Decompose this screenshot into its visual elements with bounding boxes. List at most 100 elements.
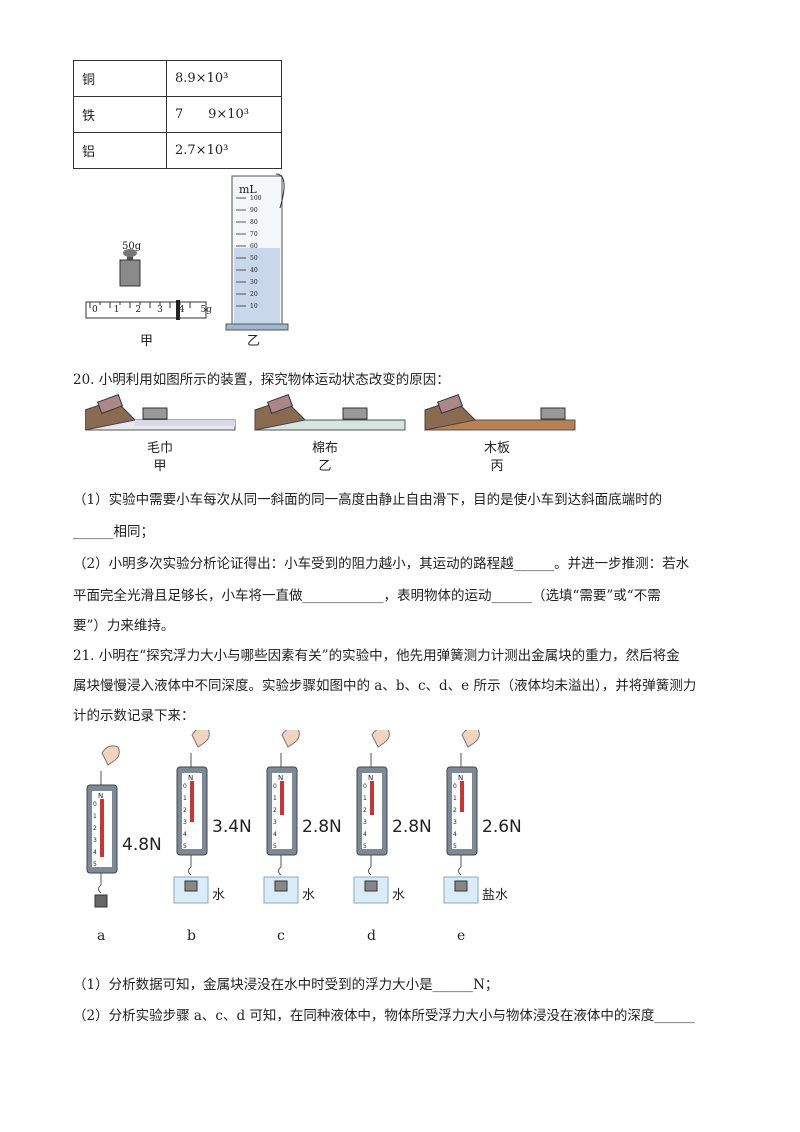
scale-tick: 0 [183, 783, 187, 790]
q20-part1-line2: ______相同； [73, 524, 154, 540]
scale-tick: 4 [273, 831, 277, 838]
ruler-tick: 1 [113, 305, 120, 315]
surface-name: 木板 [483, 441, 510, 456]
scale-tick: 3 [93, 837, 97, 844]
scale-tick: 5 [93, 861, 97, 868]
scale-tick: 1 [183, 795, 187, 802]
graduated-cylinder-icon [225, 173, 289, 331]
scale-tick: 0 [93, 801, 97, 808]
metal-block-icon [94, 894, 108, 908]
cylinder-tick: 30 [250, 279, 258, 286]
scale-tick: 2 [93, 825, 97, 832]
cylinder-tick: 60 [250, 243, 258, 250]
ramp-towel-icon [85, 393, 236, 431]
cylinder-tick: 40 [250, 267, 258, 274]
metal-cell: 铜 [73, 60, 167, 97]
scale-tick: 0 [453, 783, 457, 790]
step-tag: d [367, 928, 376, 944]
q21-sub2: （2）分析实验步骤 a、c、d 可知，在同种液体中，物体所受浮力大小与物体浸没在… [73, 1008, 695, 1024]
surface-label: 棉布 乙 [305, 440, 345, 476]
ruler-tick: 0 [92, 305, 98, 315]
step-tag: a [97, 928, 106, 944]
density-cell: 8.9×10³ [166, 60, 282, 97]
scale-tick: 2 [183, 807, 187, 814]
scale-reading: 2.8N [302, 817, 342, 837]
scale-tick: 1 [453, 795, 457, 802]
scale-indicator [280, 781, 284, 815]
scale-unit: N [368, 774, 374, 782]
metal-block-icon [364, 880, 378, 892]
scale-tick: 2 [273, 807, 277, 814]
step-tag: c [277, 928, 285, 944]
cylinder-unit: mL [239, 183, 257, 196]
scale-tick: 1 [273, 795, 277, 802]
cylinder-tick: 90 [250, 207, 258, 214]
weight-icon [119, 249, 141, 287]
density-cell: 7 9×10³ [166, 96, 282, 133]
scale-tick-labels: 0 1 2 3 4 5 [93, 799, 97, 871]
table-row: 铁 7 9×10³ [73, 96, 282, 133]
ruler-icon [85, 300, 207, 320]
figure-balance-cylinder [85, 173, 289, 331]
scale-reading: 2.6N [482, 817, 522, 837]
hook-icon [98, 884, 102, 894]
weight-label: 50g [122, 241, 142, 252]
table-row: 铝 2.7×10³ [73, 132, 282, 169]
scale-tick: 1 [93, 813, 97, 820]
metal-block-icon [274, 880, 288, 892]
surface-name: 棉布 [311, 441, 338, 456]
scale-unit: N [278, 774, 284, 782]
table-row: 铜 8.9×10³ [73, 60, 282, 97]
cylinder-tick-labels: 100 90 80 70 60 50 40 30 20 10 [250, 193, 261, 313]
hook-icon [368, 866, 372, 876]
ruler-tick: 5g [200, 305, 212, 315]
scale-reading: 2.8N [392, 817, 432, 837]
surface-label: 木板 丙 [477, 440, 517, 476]
cylinder-tick: 80 [250, 219, 258, 226]
metal-cell: 铝 [73, 132, 167, 169]
figure-ramps [85, 393, 576, 431]
metal-block-icon [184, 880, 198, 892]
cylinder-tick: 10 [250, 303, 258, 310]
density-cell: 2.7×10³ [166, 132, 282, 169]
ruler-tick-labels: 0 1 2 3 4 5g [92, 305, 212, 315]
scale-tick: 4 [453, 831, 457, 838]
q20-part2-line3: 要”）力来维持。 [73, 618, 175, 634]
q20-part1-line1: （1）实验中需要小车每次从同一斜面的同一高度由静止自由滑下，目的是使小车到达斜面… [73, 492, 663, 508]
surface-tag: 乙 [318, 459, 332, 474]
metal-cell: 铁 [73, 96, 167, 133]
ramp-wood-icon [424, 393, 576, 431]
liquid-label: 水 [392, 888, 406, 903]
scale-tick: 0 [273, 783, 277, 790]
scale-unit: N [188, 774, 194, 782]
scale-tick: 2 [453, 807, 457, 814]
cylinder-tick: 100 [250, 195, 262, 202]
step-tag: b [187, 928, 196, 944]
scale-tick: 4 [93, 849, 97, 856]
hook-icon [188, 866, 192, 876]
hand-icon [281, 730, 300, 748]
density-table: 铜 8.9×10³ 铁 7 9×10³ 铝 2.7×10³ [73, 60, 282, 169]
q21-sub1: （1）分析数据可知，金属块浸没在水中时受到的浮力大小是______N； [73, 977, 499, 993]
hand-icon [101, 745, 120, 766]
cylinder-tick: 70 [250, 231, 258, 238]
q21-stem-line3: 计的示数记录下来： [73, 708, 195, 724]
scale-tick: 3 [453, 819, 457, 826]
q20-part2-line1: （2）小明多次实验分析论证得出：小车受到的阻力越小，其运动的路程越______。… [73, 556, 690, 572]
scale-tick: 4 [363, 831, 367, 838]
step-tag: e [457, 928, 466, 944]
surface-label: 毛巾 甲 [140, 440, 180, 476]
ruler-tick: 2 [135, 305, 142, 315]
liquid-label: 水 [212, 888, 226, 903]
scale-indicator [190, 781, 194, 822]
scale-indicator [460, 781, 464, 812]
hook-icon [458, 866, 462, 876]
